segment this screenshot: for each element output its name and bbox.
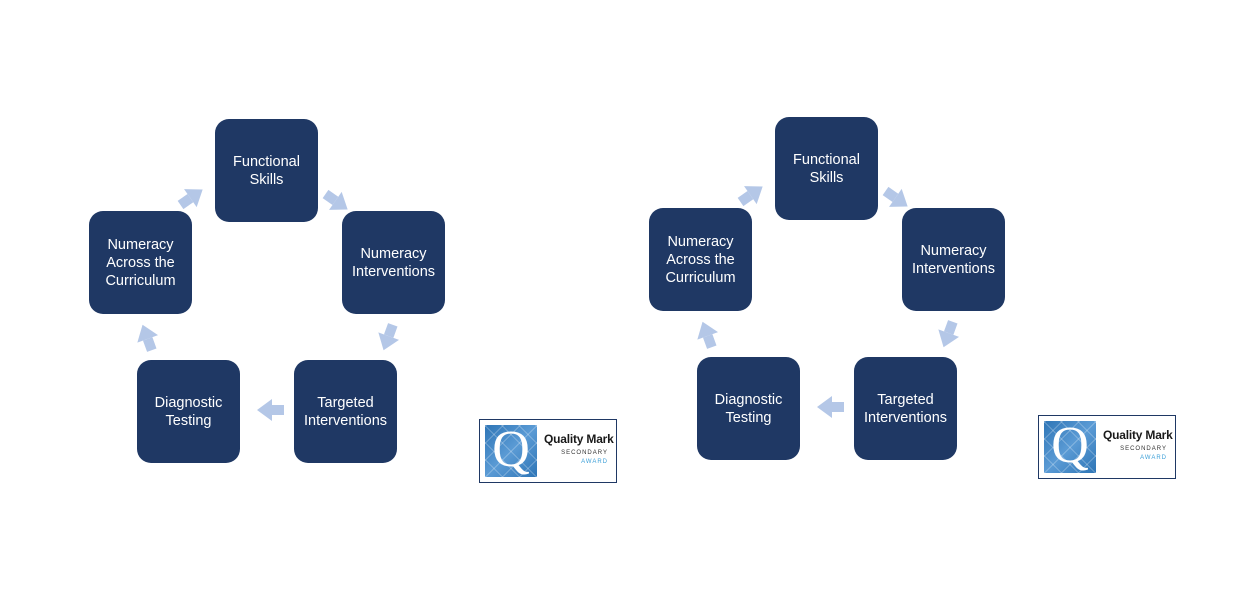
- arrow-icon: [174, 180, 210, 214]
- arrow-icon: [132, 320, 162, 354]
- node-numeracy-across-curriculum: Numeracy Across the Curriculum: [89, 211, 192, 314]
- node-targeted-interventions: Targeted Interventions: [294, 360, 397, 463]
- cycle-diagram-left: Functional Skills Numeracy Interventions…: [0, 0, 617, 601]
- badge-title: Quality Mark: [1103, 428, 1173, 442]
- node-targeted-interventions: Targeted Interventions: [854, 357, 957, 460]
- node-numeracy-across-curriculum: Numeracy Across the Curriculum: [649, 208, 752, 311]
- quality-mark-badge: Q Quality Mark SECONDARY AWARD: [1038, 415, 1176, 479]
- arrow-icon: [373, 321, 403, 355]
- node-diagnostic-testing: Diagnostic Testing: [697, 357, 800, 460]
- node-diagnostic-testing: Diagnostic Testing: [137, 360, 240, 463]
- arrow-icon: [734, 177, 770, 211]
- quality-mark-badge: Q Quality Mark SECONDARY AWARD: [479, 419, 617, 483]
- badge-title: Quality Mark: [544, 432, 614, 446]
- quality-mark-logo-icon: Q: [1044, 421, 1096, 473]
- arrow-icon: [816, 396, 844, 418]
- node-functional-skills: Functional Skills: [215, 119, 318, 222]
- quality-mark-logo-icon: Q: [485, 425, 537, 477]
- badge-line-2: AWARD: [581, 459, 608, 465]
- cycle-diagram-right: Functional Skills Numeracy Interventions…: [560, 0, 1176, 601]
- arrow-icon: [256, 399, 284, 421]
- arrow-icon: [692, 317, 722, 351]
- node-functional-skills: Functional Skills: [775, 117, 878, 220]
- node-numeracy-interventions: Numeracy Interventions: [342, 211, 445, 314]
- badge-line-1: SECONDARY: [1120, 446, 1167, 452]
- arrow-icon: [933, 318, 963, 352]
- badge-line-2: AWARD: [1140, 455, 1167, 461]
- node-numeracy-interventions: Numeracy Interventions: [902, 208, 1005, 311]
- badge-line-1: SECONDARY: [561, 450, 608, 456]
